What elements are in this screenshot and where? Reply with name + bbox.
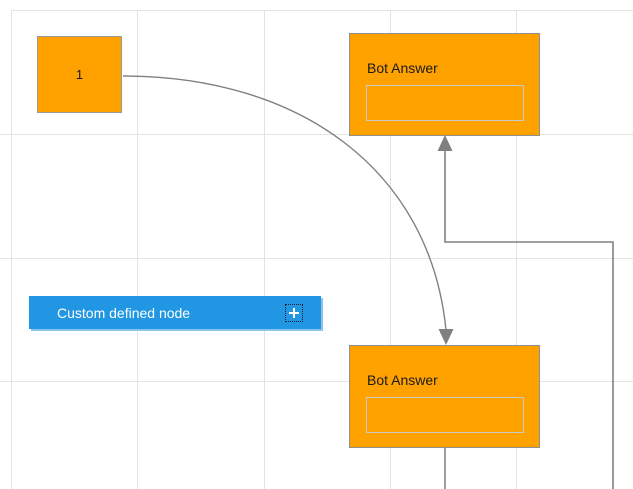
custom-defined-node-bar[interactable]: Custom defined node [29, 296, 321, 329]
node-bot-answer-top[interactable]: Bot Answer [349, 33, 540, 136]
node-start-square[interactable]: 1 [37, 36, 122, 113]
node-start-label: 1 [75, 67, 84, 82]
edge-orthogonal[interactable] [437, 135, 614, 489]
node-bot-answer-bottom-slot[interactable] [366, 397, 524, 433]
node-bot-answer-bottom[interactable]: Bot Answer [349, 345, 540, 448]
plus-icon[interactable] [285, 303, 303, 322]
node-bot-answer-top-slot[interactable] [366, 85, 524, 121]
node-bot-answer-top-title: Bot Answer [367, 60, 438, 76]
custom-defined-node-label: Custom defined node [57, 304, 191, 321]
node-bot-answer-bottom-title: Bot Answer [367, 372, 438, 388]
edge-curve[interactable] [122, 75, 454, 345]
